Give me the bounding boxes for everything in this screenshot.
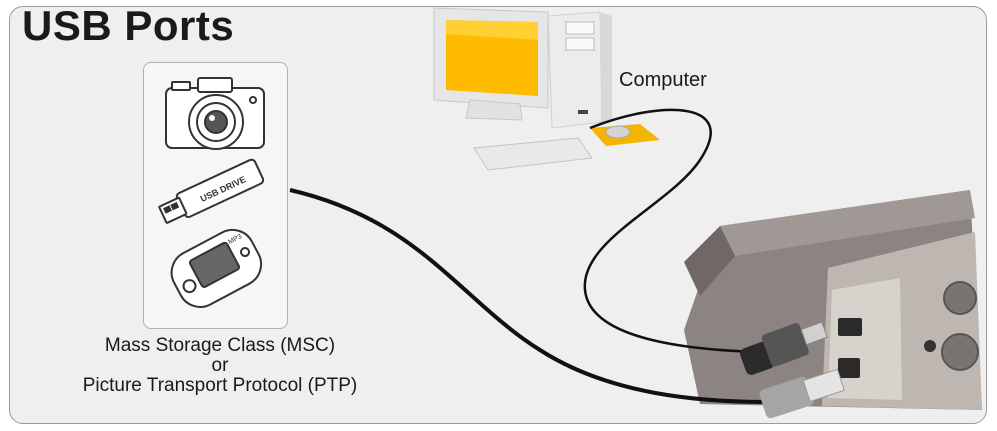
caption-line-3: Picture Transport Protocol (PTP): [82, 375, 358, 396]
device-cable: [289, 188, 769, 404]
usb-drive-icon: USB DRIVE: [158, 158, 265, 224]
computer-icon: [433, 7, 660, 171]
camera-icon: [165, 77, 265, 150]
mini-usb-plug-icon: [740, 321, 828, 375]
caption-line-2: or: [211, 355, 229, 376]
protocol-caption: Mass Storage Class (MSC) or Picture Tran…: [20, 336, 420, 396]
page-title: USB Ports: [22, 2, 235, 49]
computer-cable: [583, 108, 761, 354]
computer-label: Computer: [619, 69, 707, 91]
caption-line-1: Mass Storage Class (MSC): [104, 335, 336, 356]
usb-a-plug-icon: [759, 368, 845, 419]
media-player-icon: MP3: [170, 228, 263, 308]
